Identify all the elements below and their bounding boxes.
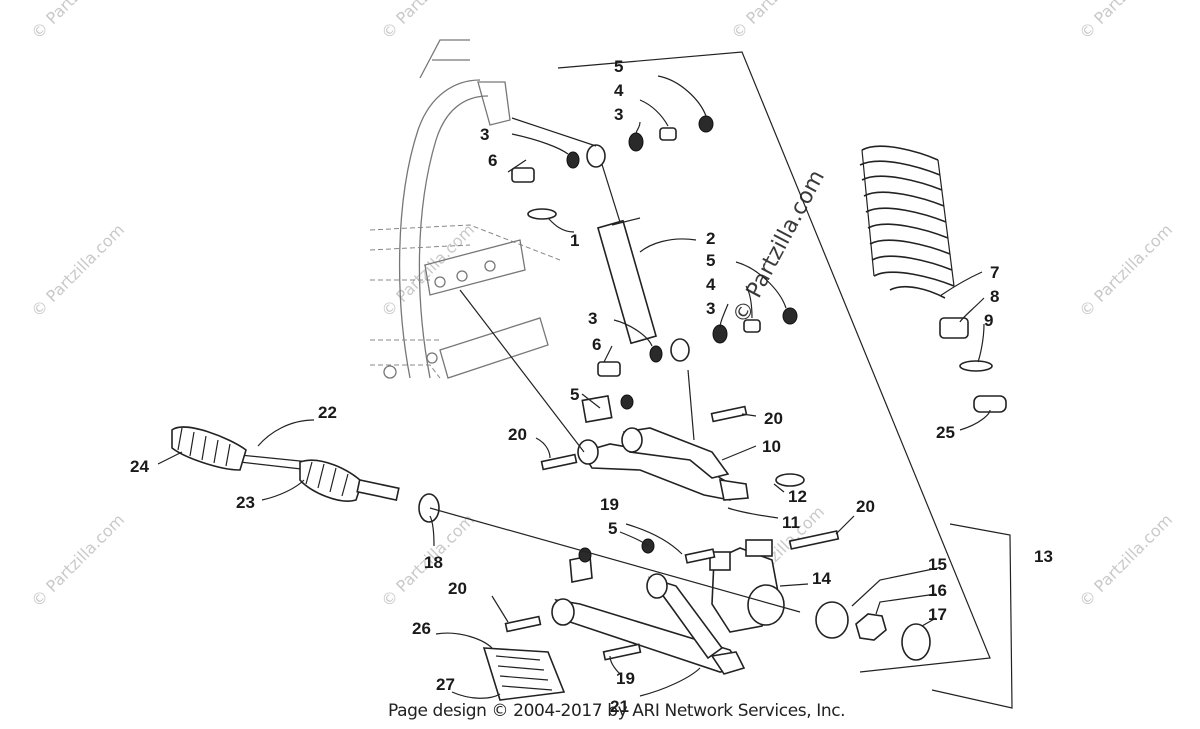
bolts <box>504 394 840 661</box>
callout-18: 18 <box>424 553 443 572</box>
callout-16: 16 <box>928 581 947 600</box>
callout-3: 3 <box>614 105 623 124</box>
callout-24: 24 <box>130 457 149 476</box>
callout-19: 19 <box>616 669 635 688</box>
callout-3: 3 <box>588 309 597 328</box>
callout-10: 10 <box>762 437 781 456</box>
wheel-bearing <box>815 601 849 639</box>
spring-bushing <box>939 317 969 339</box>
callout-5: 5 <box>614 57 623 76</box>
callout-labels: 5 4 3 3 6 1 2 5 4 3 3 6 5 20 20 10 12 11… <box>130 57 1053 716</box>
spring-seat <box>973 395 1007 413</box>
callout-7: 7 <box>990 263 999 282</box>
callout-20: 20 <box>856 497 875 516</box>
callout-19: 19 <box>600 495 619 514</box>
upper-hardware <box>511 115 714 220</box>
lower-a-arm <box>551 555 746 675</box>
callout-15: 15 <box>928 555 947 574</box>
callout-1: 1 <box>570 231 579 250</box>
callout-20: 20 <box>508 425 527 444</box>
callout-23: 23 <box>236 493 255 512</box>
callout-27: 27 <box>436 675 455 694</box>
group-bracket-13 <box>931 523 1013 709</box>
leader-lines <box>157 75 991 699</box>
callout-8: 8 <box>990 287 999 306</box>
callout-6: 6 <box>488 151 497 170</box>
callout-5: 5 <box>706 251 715 270</box>
lower-hardware <box>597 307 798 377</box>
watermark: © Partzilla.com <box>727 0 828 43</box>
callout-14: 14 <box>812 569 831 588</box>
callout-5: 5 <box>570 385 579 404</box>
spring-washer <box>959 360 993 372</box>
callout-20: 20 <box>764 409 783 428</box>
watermark: © Partzilla.com <box>1075 220 1176 321</box>
footer-copyright: Page design © 2004-2017 by ARI Network S… <box>388 701 846 721</box>
callout-11: 11 <box>782 513 800 532</box>
callout-5: 5 <box>608 519 617 538</box>
axle-nut <box>855 613 887 641</box>
watermark-layer: © Partzilla.com © Partzilla.com © Partzi… <box>27 0 1176 611</box>
frame-ghost <box>369 39 561 379</box>
callout-26: 26 <box>412 619 431 638</box>
callout-6: 6 <box>592 335 601 354</box>
callout-17: 17 <box>928 605 947 624</box>
axle-assembly <box>171 426 440 523</box>
callout-3: 3 <box>706 299 715 318</box>
callout-21: 21 <box>610 697 629 716</box>
callout-25: 25 <box>936 423 955 442</box>
skid-plate <box>482 647 566 701</box>
coil-spring <box>859 145 955 299</box>
shock-absorber <box>586 144 690 362</box>
watermark: © Partzilla.com <box>27 510 128 611</box>
watermark: © Partzilla.com <box>1075 0 1176 43</box>
callout-13: 13 <box>1034 547 1053 566</box>
callout-22: 22 <box>318 403 337 422</box>
watermark: © Partzilla.com <box>1075 510 1176 611</box>
watermark: © Partzilla.com <box>27 0 128 43</box>
watermark-center: © Partzilla.com <box>728 166 830 328</box>
callout-4: 4 <box>706 275 716 294</box>
callout-3: 3 <box>480 125 489 144</box>
skid-plate-ribs <box>495 655 553 691</box>
callout-4: 4 <box>614 81 624 100</box>
upper-a-arm <box>577 394 805 501</box>
callout-2: 2 <box>706 229 715 248</box>
steering-knuckle <box>709 539 785 633</box>
callout-20: 20 <box>448 579 467 598</box>
callout-9: 9 <box>984 311 993 330</box>
group-outline <box>557 51 991 673</box>
watermark: © Partzilla.com <box>377 0 478 43</box>
watermark: © Partzilla.com <box>27 220 128 321</box>
callout-12: 12 <box>788 487 807 506</box>
hub-seal <box>901 623 931 661</box>
